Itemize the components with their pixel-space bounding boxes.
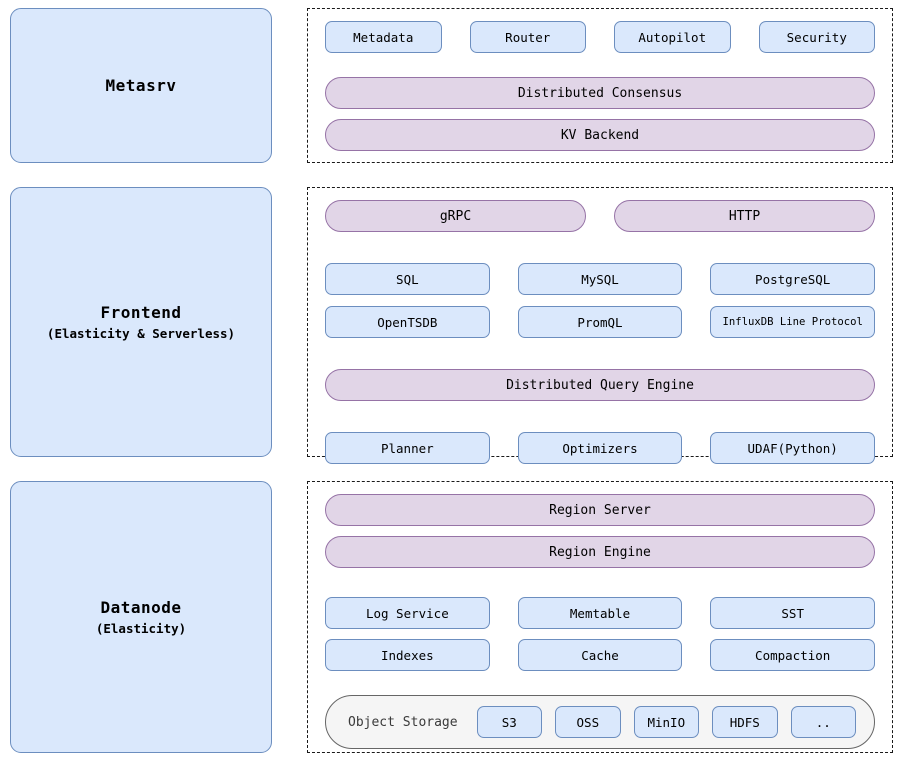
chip-oss[interactable]: OSS [555, 706, 621, 738]
spacer [325, 349, 875, 358]
chip-log-service[interactable]: Log Service [325, 597, 490, 629]
chip-router[interactable]: Router [469, 21, 586, 53]
spacer [325, 412, 875, 421]
frontend-query-engine-row: Distributed Query Engine [325, 369, 875, 401]
chip-sst[interactable]: SST [710, 597, 876, 629]
role-panel-frontend[interactable]: Frontend (Elasticity & Serverless) [10, 187, 272, 457]
chip-influxdb-line-protocol[interactable]: InfluxDB Line Protocol [710, 306, 876, 338]
frontend-dialects-row-2: OpenTSDB PromQL InfluxDB Line Protocol [325, 306, 876, 338]
chip-sql[interactable]: SQL [325, 263, 490, 295]
chip-mysql[interactable]: MySQL [517, 263, 683, 295]
tier-datanode: Datanode (Elasticity) Region Server Regi… [10, 481, 893, 753]
chip-metadata[interactable]: Metadata [325, 21, 442, 53]
frontend-engine-parts-row: Planner Optimizers UDAF(Python) [325, 432, 876, 464]
component-group-datanode: Region Server Region Engine Log Service … [307, 481, 893, 753]
spacer [325, 63, 875, 67]
pill-region-server[interactable]: Region Server [325, 494, 875, 526]
pill-http[interactable]: HTTP [614, 200, 875, 232]
component-group-frontend: gRPC HTTP SQL MySQL PostgreSQL OpenTSDB … [307, 187, 893, 464]
chip-cache[interactable]: Cache [517, 639, 683, 671]
pill-kv-backend[interactable]: KV Backend [325, 119, 875, 151]
chip-compaction[interactable]: Compaction [710, 639, 876, 671]
datanode-storage-row-2: Indexes Cache Compaction [325, 639, 876, 671]
datanode-region-server-row: Region Server [325, 494, 875, 526]
role-title-datanode: Datanode [100, 597, 182, 617]
pill-region-engine[interactable]: Region Engine [325, 536, 875, 568]
role-subtitle-datanode: (Elasticity) [95, 620, 187, 636]
component-group-metasrv: Metadata Router Autopilot Security Distr… [307, 8, 893, 163]
chip-udaf-python[interactable]: UDAF(Python) [710, 432, 876, 464]
metasrv-services-row: Metadata Router Autopilot Security [325, 21, 875, 53]
pill-distributed-query-engine[interactable]: Distributed Query Engine [325, 369, 875, 401]
chip-hdfs[interactable]: HDFS [712, 706, 778, 738]
tier-metasrv: Metasrv Metadata Router Autopilot Securi… [10, 8, 893, 163]
chip-security[interactable]: Security [758, 21, 875, 53]
datanode-region-engine-row: Region Engine [325, 536, 875, 568]
chip-postgresql[interactable]: PostgreSQL [710, 263, 876, 295]
chip-promql[interactable]: PromQL [517, 306, 683, 338]
tier-frontend: Frontend (Elasticity & Serverless) gRPC … [10, 187, 893, 464]
role-title-metasrv: Metasrv [105, 75, 177, 95]
chip-s3[interactable]: S3 [476, 706, 543, 738]
role-panel-datanode[interactable]: Datanode (Elasticity) [10, 481, 272, 753]
chip-planner[interactable]: Planner [325, 432, 490, 464]
spacer [325, 578, 875, 587]
datanode-storage-row-1: Log Service Memtable SST [325, 597, 876, 629]
metasrv-consensus-row: Distributed Consensus [325, 77, 875, 109]
metasrv-kv-row: KV Backend [325, 119, 875, 151]
pill-distributed-consensus[interactable]: Distributed Consensus [325, 77, 875, 109]
chip-minio[interactable]: MinIO [633, 706, 700, 738]
chip-more[interactable]: .. [790, 706, 856, 738]
chip-memtable[interactable]: Memtable [517, 597, 683, 629]
frontend-protocols-row: gRPC HTTP [325, 200, 875, 232]
role-title-frontend: Frontend [100, 302, 182, 322]
pill-grpc[interactable]: gRPC [325, 200, 586, 232]
chip-indexes[interactable]: Indexes [325, 639, 490, 671]
chip-opentsdb[interactable]: OpenTSDB [325, 306, 490, 338]
role-subtitle-frontend: (Elasticity & Serverless) [46, 325, 236, 341]
role-panel-metasrv[interactable]: Metasrv [10, 8, 272, 163]
chip-autopilot[interactable]: Autopilot [614, 21, 731, 53]
chip-optimizers[interactable]: Optimizers [517, 432, 683, 464]
object-storage-label: Object Storage [348, 714, 458, 730]
frontend-dialects-row-1: SQL MySQL PostgreSQL [325, 263, 876, 295]
spacer [325, 681, 875, 685]
spacer [325, 243, 875, 252]
object-storage-group: Object Storage S3 OSS MinIO HDFS .. [325, 695, 875, 749]
